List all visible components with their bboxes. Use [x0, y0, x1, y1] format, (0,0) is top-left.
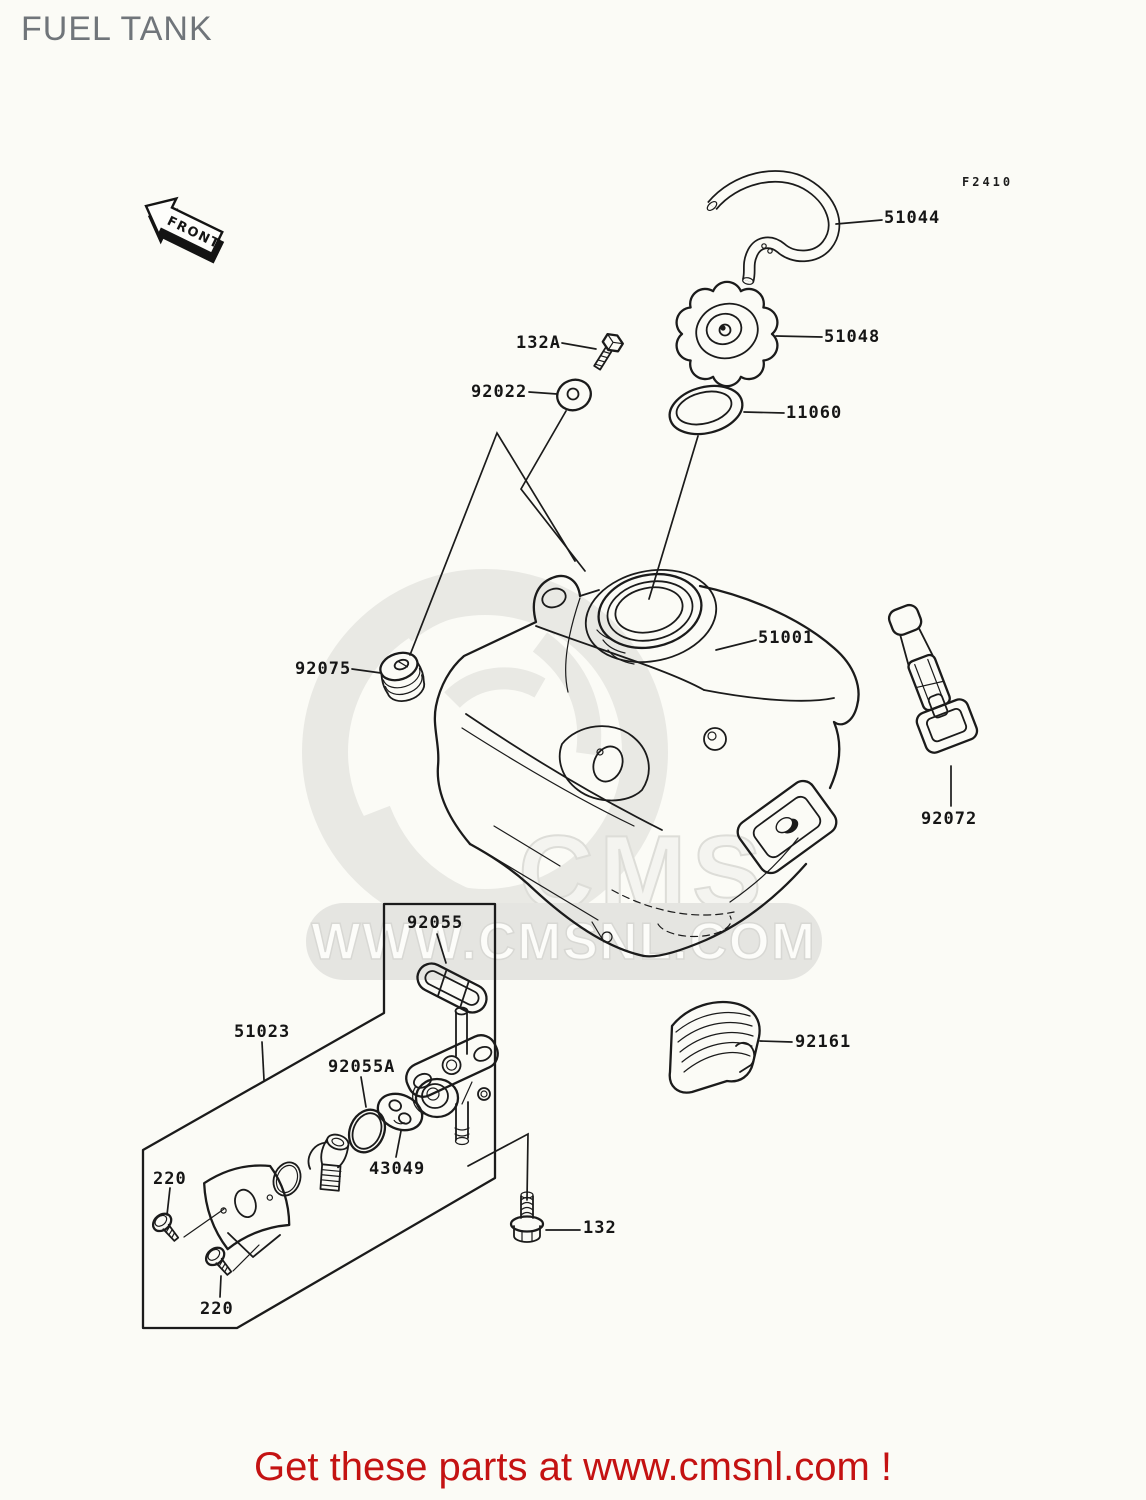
drawing-fuel-tap	[405, 1006, 499, 1146]
drawing-oring-92055a	[347, 1108, 387, 1154]
drawing-fuel-tank-51001	[433, 568, 860, 958]
drawing-band-92072	[887, 603, 979, 754]
drawing-small-oring	[272, 1161, 302, 1197]
part-label-92022: 92022	[471, 382, 527, 402]
cmsnl-watermark: CMS WWW.CMSNL.COM	[302, 569, 822, 980]
drawing-damper-92075	[379, 651, 426, 702]
drawing-bolt-132	[509, 1191, 545, 1243]
drawing-screw-220-lower	[204, 1246, 233, 1276]
part-label-132: 132	[583, 1218, 617, 1238]
front-direction-arrow: FRONT	[144, 196, 225, 264]
drawing-damper-pad-92161	[668, 1000, 761, 1094]
drawing-cap-gasket-11060	[668, 384, 744, 436]
part-label-220-upper: 220	[153, 1169, 187, 1189]
watermark-band	[306, 903, 822, 980]
part-labels: 51044 51048 11060 132A 92022 51001 92075…	[153, 208, 977, 1319]
footer-promo-text: Get these parts at www.cmsnl.com !	[254, 1445, 892, 1489]
part-label-92161: 92161	[795, 1032, 851, 1052]
diagram-code: F2410	[962, 175, 1014, 189]
drawing-screw-220-upper	[151, 1212, 180, 1242]
part-label-92055: 92055	[407, 913, 463, 933]
part-label-51023: 51023	[234, 1022, 290, 1042]
drawing-fuel-cap-51048	[675, 280, 779, 388]
part-label-11060: 11060	[786, 403, 842, 423]
part-label-43049: 43049	[369, 1159, 425, 1179]
part-label-51048: 51048	[824, 327, 880, 347]
page-title: FUEL TANK	[21, 10, 213, 48]
drawing-bolt-132a	[593, 332, 624, 371]
drawing-packing-43049	[376, 1092, 424, 1132]
drawing-tap-lever	[307, 1133, 350, 1192]
part-label-92072: 92072	[921, 809, 977, 829]
watermark-url-text: WWW.CMSNL.COM	[311, 913, 816, 971]
part-label-92055a: 92055A	[328, 1057, 395, 1077]
drawing-oring-92055	[416, 962, 488, 1014]
drawing-washer-92022	[556, 378, 592, 412]
leader-lines	[166, 219, 952, 1298]
part-label-51001: 51001	[758, 628, 814, 648]
part-label-51044: 51044	[884, 208, 940, 228]
part-label-220-lower: 220	[200, 1299, 234, 1319]
drawing-tap-cover-plate	[203, 1164, 291, 1258]
drawing-fuel-hose-51044	[706, 170, 841, 285]
part-label-92075: 92075	[295, 659, 351, 679]
drawing-tap-kit-box-51023	[141, 902, 497, 1330]
part-label-132a: 132A	[516, 333, 561, 353]
